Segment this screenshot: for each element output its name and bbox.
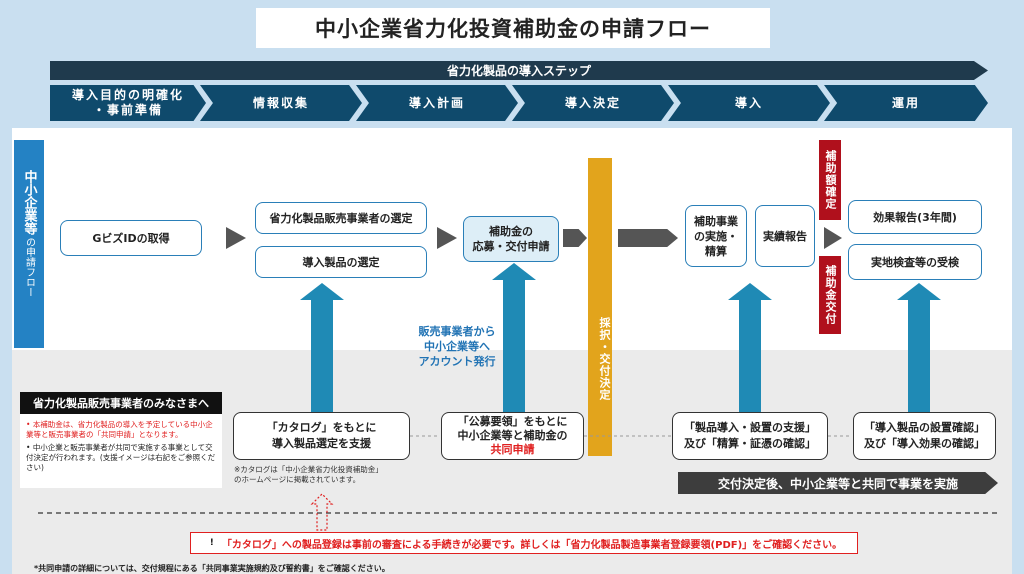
report-box: 実績報告 <box>755 205 815 267</box>
step-1-line1: 導入目的の明確化 <box>71 88 184 102</box>
vendor-select-box: 省力化製品販売事業者の選定 <box>255 202 427 234</box>
grant-badge: 補助金交付 <box>819 256 841 334</box>
step-2: 情報収集 <box>200 85 362 121</box>
step-2-label: 情報収集 <box>252 95 309 110</box>
inspection-box: 実地検査等の受検 <box>848 244 982 280</box>
apply-line1: 補助金の <box>489 225 533 238</box>
arrow-3 <box>563 229 587 247</box>
up-arrow-1 <box>300 283 344 412</box>
vendor-notice-item2: • 中小企業と販売事業者が共同で実施する事業として交付決定が行われます。(支援イ… <box>26 443 216 472</box>
account-note: 販売事業者から 中小企業等へ アカウント発行 <box>400 324 514 369</box>
implement-box: 補助事業の実施・精算 <box>685 205 747 267</box>
red-dashed-arrow <box>310 493 334 531</box>
gbiz-box: GビズIDの取得 <box>60 220 202 256</box>
side-label-sub: の申請フロー <box>23 237 35 297</box>
install-line1: 「製品導入・設置の支援」 <box>684 421 816 434</box>
apply-box: 補助金の応募・交付申請 <box>463 216 559 262</box>
product-select-box: 導入製品の選定 <box>255 246 427 278</box>
vendor-notice-body: • 本補助金は、省力化製品の導入を予定している中小企業等と販売事業者の「共同申請… <box>20 414 222 488</box>
step-6: 運用 <box>824 85 988 121</box>
step-5-label: 導入 <box>734 95 763 110</box>
steps-header-label: 省力化製品の導入ステップ <box>446 64 591 78</box>
product-select-label: 導入製品の選定 <box>302 255 380 269</box>
joint-implement-bar: 交付決定後、中小企業等と共同で事業を実施 <box>678 472 998 494</box>
step-1-line2: ・事前準備 <box>92 103 163 117</box>
steps-header-bar: 省力化製品の導入ステップ <box>50 61 988 80</box>
effect-report-box: 効果報告(3年間) <box>848 200 982 234</box>
alert-text: 「カタログ」への製品登録は事前の審査による手続きが必要です。詳しくは「省力化製品… <box>221 539 843 551</box>
inspection-label: 実地検査等の受検 <box>871 255 959 269</box>
implement-line1: 補助事業 <box>694 214 738 228</box>
confirm-label: 補助額確定 <box>824 150 837 210</box>
up-arrow-4 <box>897 283 941 412</box>
account-note-line3: アカウント発行 <box>418 355 496 368</box>
catalog-line1: 「カタログ」をもとに <box>266 421 377 434</box>
step-4-label: 導入決定 <box>564 95 621 110</box>
guideline-line1: 「公募要領」をもとに <box>457 415 568 428</box>
step-1: 導入目的の明確化・事前準備 <box>50 85 206 121</box>
vendor-notice-item2-text: 中小企業と販売事業者が共同で実施する事業として交付決定が行われます。(支援イメー… <box>26 443 216 472</box>
step-6-label: 運用 <box>891 95 920 110</box>
step-3-label: 導入計画 <box>408 95 465 110</box>
account-note-line1: 販売事業者から <box>418 325 496 338</box>
catalog-line2: 導入製品選定を支援 <box>272 437 371 450</box>
implement-line3: 精算 <box>705 244 727 258</box>
report-label: 実績報告 <box>763 229 807 243</box>
guideline-support-box: 「公募要領」をもとに中小企業等と補助金の共同申請 <box>441 412 584 460</box>
implement-line2: の実施・ <box>694 229 738 243</box>
catalog-note-line2: のホームページに掲載されています。 <box>234 475 361 484</box>
step-3: 導入計画 <box>356 85 518 121</box>
vendor-select-label: 省力化製品販売事業者の選定 <box>269 211 413 225</box>
joint-implement-label: 交付決定後、中小企業等と共同で事業を実施 <box>717 476 958 491</box>
gbiz-label: GビズIDの取得 <box>92 231 170 245</box>
vendor-notice-title: 省力化製品販売事業者のみなさまへ <box>20 392 222 414</box>
guideline-line3: 共同申請 <box>490 443 535 456</box>
vendor-notice-title-text: 省力化製品販売事業者のみなさまへ <box>33 397 209 410</box>
footnote: *共同申請の詳細については、交付規程にある「共同事業実施規約及び誓約書」をご確認… <box>34 564 390 573</box>
confirm-badge: 補助額確定 <box>819 140 841 220</box>
catalog-support-box: 「カタログ」をもとに導入製品選定を支援 <box>233 412 410 460</box>
effect-line1: 「導入製品の設置確認」 <box>864 421 985 434</box>
page-title: 中小企業省力化投資補助金の申請フロー <box>256 8 770 48</box>
adoption-label: 採択・交付決定 <box>598 317 611 401</box>
install-support-box: 「製品導入・設置の支援」及び「精算・証憑の確認」 <box>672 412 828 460</box>
effect-support-box: 「導入製品の設置確認」及び「導入効果の確認」 <box>853 412 996 460</box>
up-arrow-2 <box>492 263 536 412</box>
catalog-note: ※カタログは「中小企業省力化投資補助金」 のホームページに掲載されています。 <box>234 465 414 485</box>
arrow-4 <box>618 229 678 247</box>
vendor-notice-item1-text: 本補助金は、省力化製品の導入を予定している中小企業等と販売事業者の「共同申請」と… <box>26 420 213 439</box>
adoption-bar: 採択・交付決定 <box>588 158 612 456</box>
side-label: 中小企業等 の申請フロー <box>14 140 44 348</box>
apply-line2: 応募・交付申請 <box>472 240 550 253</box>
step-4: 導入決定 <box>512 85 674 121</box>
side-label-main: 中小企業等 <box>21 170 37 235</box>
account-note-line2: 中小企業等へ <box>424 340 490 353</box>
vendor-notice-item1: • 本補助金は、省力化製品の導入を予定している中小企業等と販売事業者の「共同申請… <box>26 420 213 439</box>
step-5: 導入 <box>668 85 830 121</box>
alert-icon: ! <box>209 538 214 548</box>
install-line2: 及び「精算・証憑の確認」 <box>684 437 816 450</box>
grant-label: 補助金交付 <box>824 265 837 325</box>
guideline-line2: 中小企業等と補助金の <box>457 429 568 442</box>
effect-line2: 及び「導入効果の確認」 <box>864 437 985 450</box>
catalog-note-line1: ※カタログは「中小企業省力化投資補助金」 <box>234 465 383 474</box>
catalog-alert: ! 「カタログ」への製品登録は事前の審査による手続きが必要です。詳しくは「省力化… <box>190 532 858 554</box>
effect-report-label: 効果報告(3年間) <box>873 210 957 224</box>
up-arrow-3 <box>728 283 772 412</box>
